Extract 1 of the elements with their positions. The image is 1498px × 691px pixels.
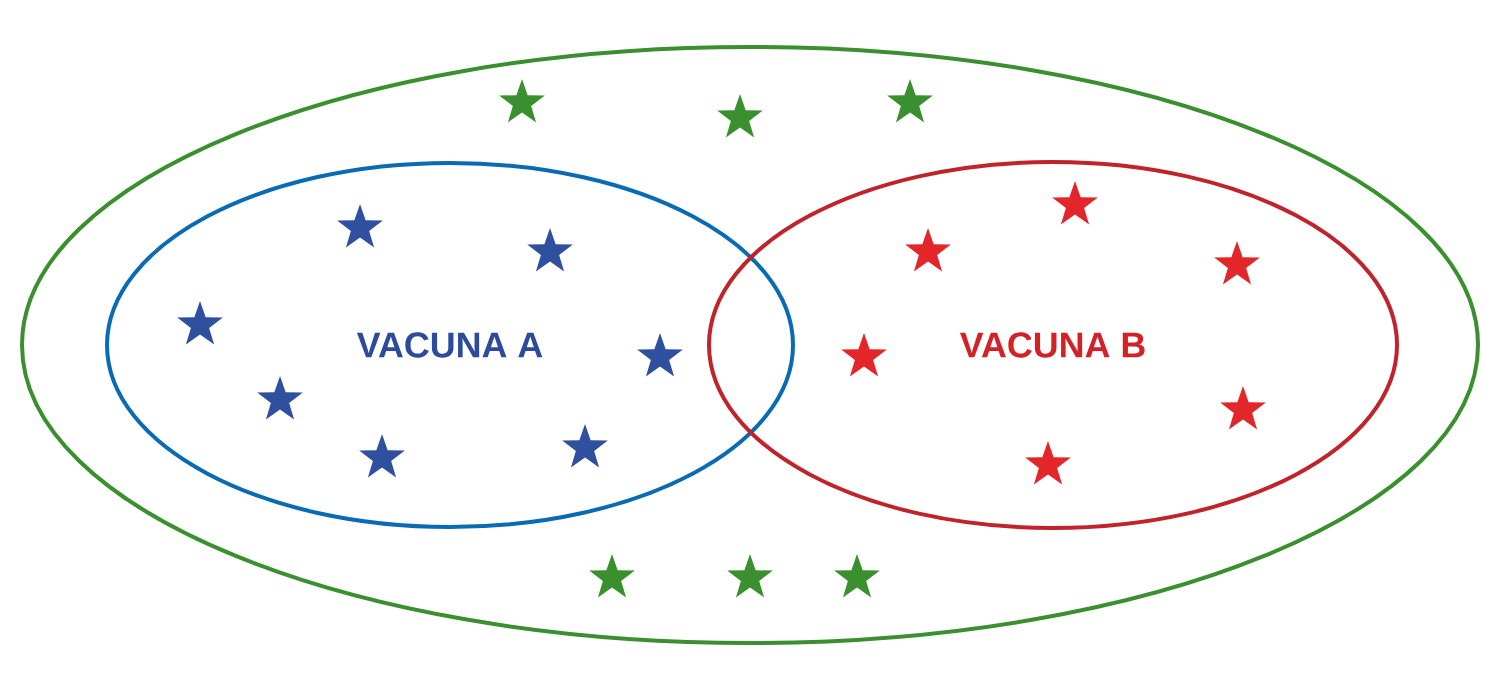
ellipse-outline bbox=[20, 45, 1480, 645]
